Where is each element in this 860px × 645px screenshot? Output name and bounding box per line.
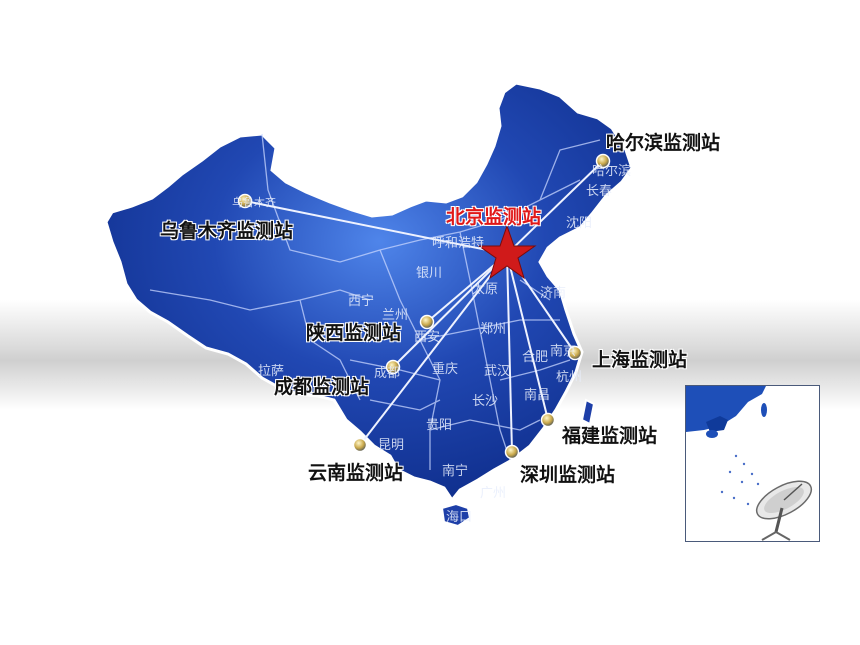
city-label: 兰州	[382, 308, 409, 323]
china-outline	[104, 81, 634, 503]
link-lines	[244, 160, 604, 453]
station-dot-urumqi	[237, 193, 253, 209]
city-label: 济南	[540, 286, 567, 301]
city-label: 银川	[416, 266, 443, 281]
station-dot-shenzhen	[504, 444, 520, 460]
city-label: 西宁	[348, 294, 375, 309]
station-label-shanghai: 上海监测站	[592, 349, 688, 371]
city-label: 沈阳	[566, 216, 593, 231]
station-dot-shaanxi	[419, 314, 435, 330]
station-dot-fujian	[540, 412, 556, 428]
city-label: 长春	[586, 184, 613, 199]
city-label: 呼和浩特	[432, 236, 485, 251]
province-boundaries	[149, 133, 601, 470]
city-label: 广州	[480, 486, 507, 501]
south-china-sea-inset	[685, 385, 820, 542]
station-dots	[237, 153, 611, 460]
station-label-urumqi: 乌鲁木齐监测站	[160, 220, 294, 242]
city-label: 南京	[550, 344, 577, 359]
city-label: 南宁	[442, 464, 469, 479]
station-label-yunnan: 云南监测站	[308, 462, 404, 484]
station-label-shenzhen: 深圳监测站	[520, 464, 616, 486]
station-dot-chengdu	[385, 359, 401, 375]
city-label: 太原	[472, 282, 499, 297]
city-label: 合肥	[522, 350, 549, 365]
city-label: 拉萨	[258, 364, 285, 379]
city-label: 昆明	[378, 438, 405, 453]
beijing-star-icon	[477, 224, 537, 280]
station-label-fujian: 福建监测站	[562, 425, 658, 447]
inset-map	[686, 386, 767, 506]
station-label-shaanxi: 陕西监测站	[306, 322, 402, 344]
city-label: 长沙	[472, 394, 499, 409]
hub-label-beijing: 北京监测站	[446, 206, 542, 228]
city-label: 乌鲁木齐	[232, 196, 276, 209]
satellite-dish-icon	[755, 480, 813, 541]
city-label: 杭州	[556, 370, 583, 385]
city-label: 西安	[414, 330, 441, 345]
station-dot-harbin	[595, 153, 611, 169]
taiwan-island	[580, 398, 596, 426]
city-label: 郑州	[480, 322, 507, 337]
city-label: 成都	[374, 366, 401, 381]
station-label-chengdu: 成都监测站	[274, 376, 370, 398]
city-label: 海口	[446, 510, 473, 525]
city-label: 南昌	[524, 388, 551, 403]
station-dot-shanghai	[567, 345, 583, 361]
city-label: 武汉	[484, 364, 511, 379]
hainan-island	[440, 502, 472, 528]
city-label: 重庆	[432, 362, 459, 377]
city-label: 哈尔滨	[592, 164, 632, 179]
station-label-harbin: 哈尔滨监测站	[606, 132, 721, 154]
city-label: 贵阳	[426, 418, 453, 433]
station-dot-yunnan	[352, 437, 368, 453]
